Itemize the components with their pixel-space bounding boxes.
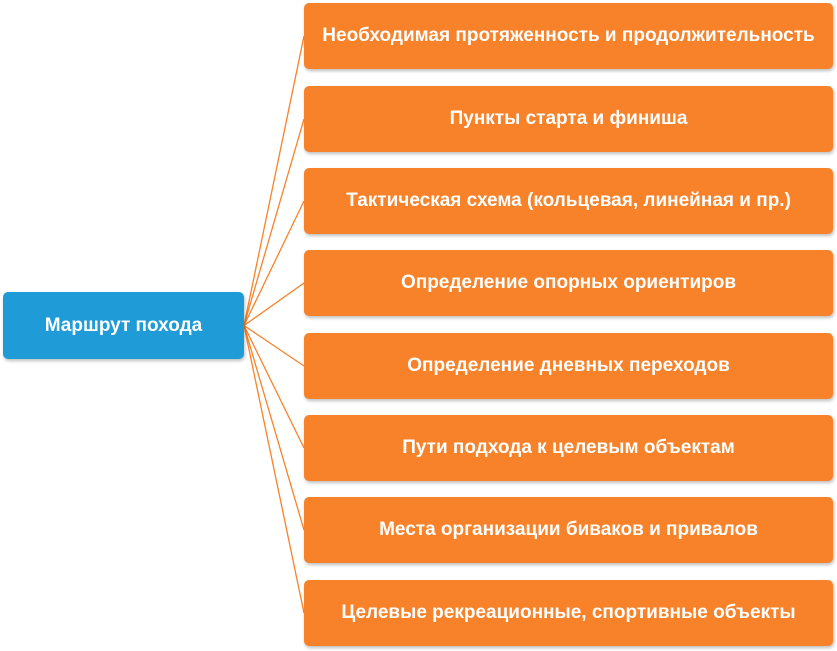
child-label: Пункты старта и финиша (449, 108, 688, 129)
child-node-tactical-scheme: Тактическая схема (кольцевая, линейная и… (304, 168, 833, 234)
child-node-length-duration: Необходимая протяженность и продолжитель… (304, 3, 833, 69)
connector-line-2 (243, 200, 305, 326)
connector-line-4 (243, 324, 305, 367)
child-label: Тактическая схема (кольцевая, линейная и… (346, 190, 791, 211)
connector-line-0 (243, 35, 305, 326)
child-node-landmarks: Определение опорных ориентиров (304, 250, 833, 316)
connector-line-5 (243, 325, 305, 449)
root-node: Маршрут похода (3, 292, 244, 359)
child-label: Определение опорных ориентиров (400, 272, 737, 293)
child-node-start-finish: Пункты старта и финиша (304, 86, 833, 152)
child-node-camps-stops: Места организации биваков и привалов (304, 497, 833, 563)
child-label: Целевые рекреационные, спортивные объект… (341, 602, 796, 623)
connector-line-7 (243, 325, 305, 614)
child-label: Необходимая протяженность и продолжитель… (322, 25, 815, 46)
child-node-approach-routes: Пути подхода к целевым объектам (304, 415, 833, 481)
child-label: Определение дневных переходов (407, 355, 730, 376)
child-node-daily-stages: Определение дневных переходов (304, 333, 833, 399)
root-label: Маршрут похода (44, 314, 203, 336)
child-node-target-objects: Целевые рекреационные, спортивные объект… (304, 580, 833, 646)
connector-line-1 (243, 118, 305, 326)
child-label: Места организации биваков и привалов (379, 519, 758, 540)
connector-line-3 (243, 282, 305, 327)
connector-line-6 (243, 325, 305, 531)
child-label: Пути подхода к целевым объектам (402, 437, 735, 458)
